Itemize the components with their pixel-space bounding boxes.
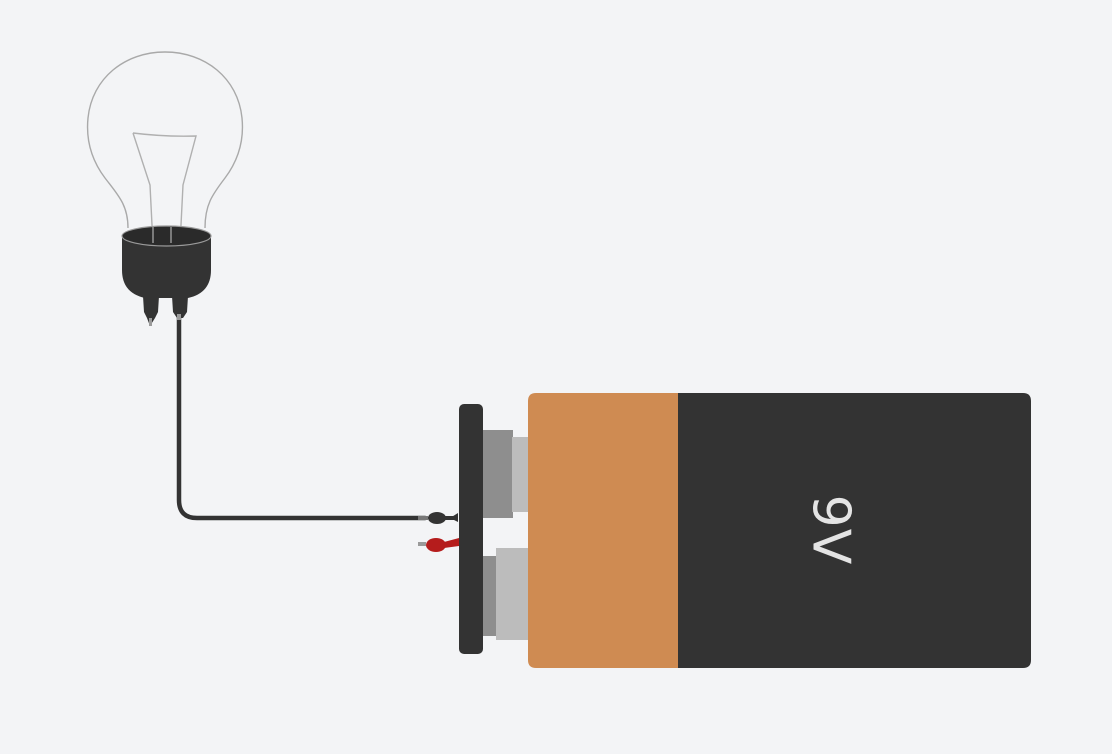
battery-negative-terminal[interactable] xyxy=(428,512,458,524)
battery-voltage-label: 9V xyxy=(790,480,870,580)
bulb-glass-icon xyxy=(86,51,244,229)
filament-icon xyxy=(132,132,197,246)
wire[interactable] xyxy=(176,315,428,521)
battery-positive-terminal[interactable] xyxy=(418,538,459,552)
battery-connector xyxy=(459,404,483,654)
bulb-base-icon xyxy=(122,236,211,298)
light-bulb[interactable] xyxy=(86,51,244,326)
battery[interactable] xyxy=(418,393,1031,668)
battery-body xyxy=(678,393,1031,668)
battery-voltage-text: 9V xyxy=(800,494,860,566)
battery-cap xyxy=(528,393,678,668)
bulb-terminal-2[interactable] xyxy=(172,296,188,320)
bulb-terminal-1[interactable] xyxy=(143,296,159,326)
